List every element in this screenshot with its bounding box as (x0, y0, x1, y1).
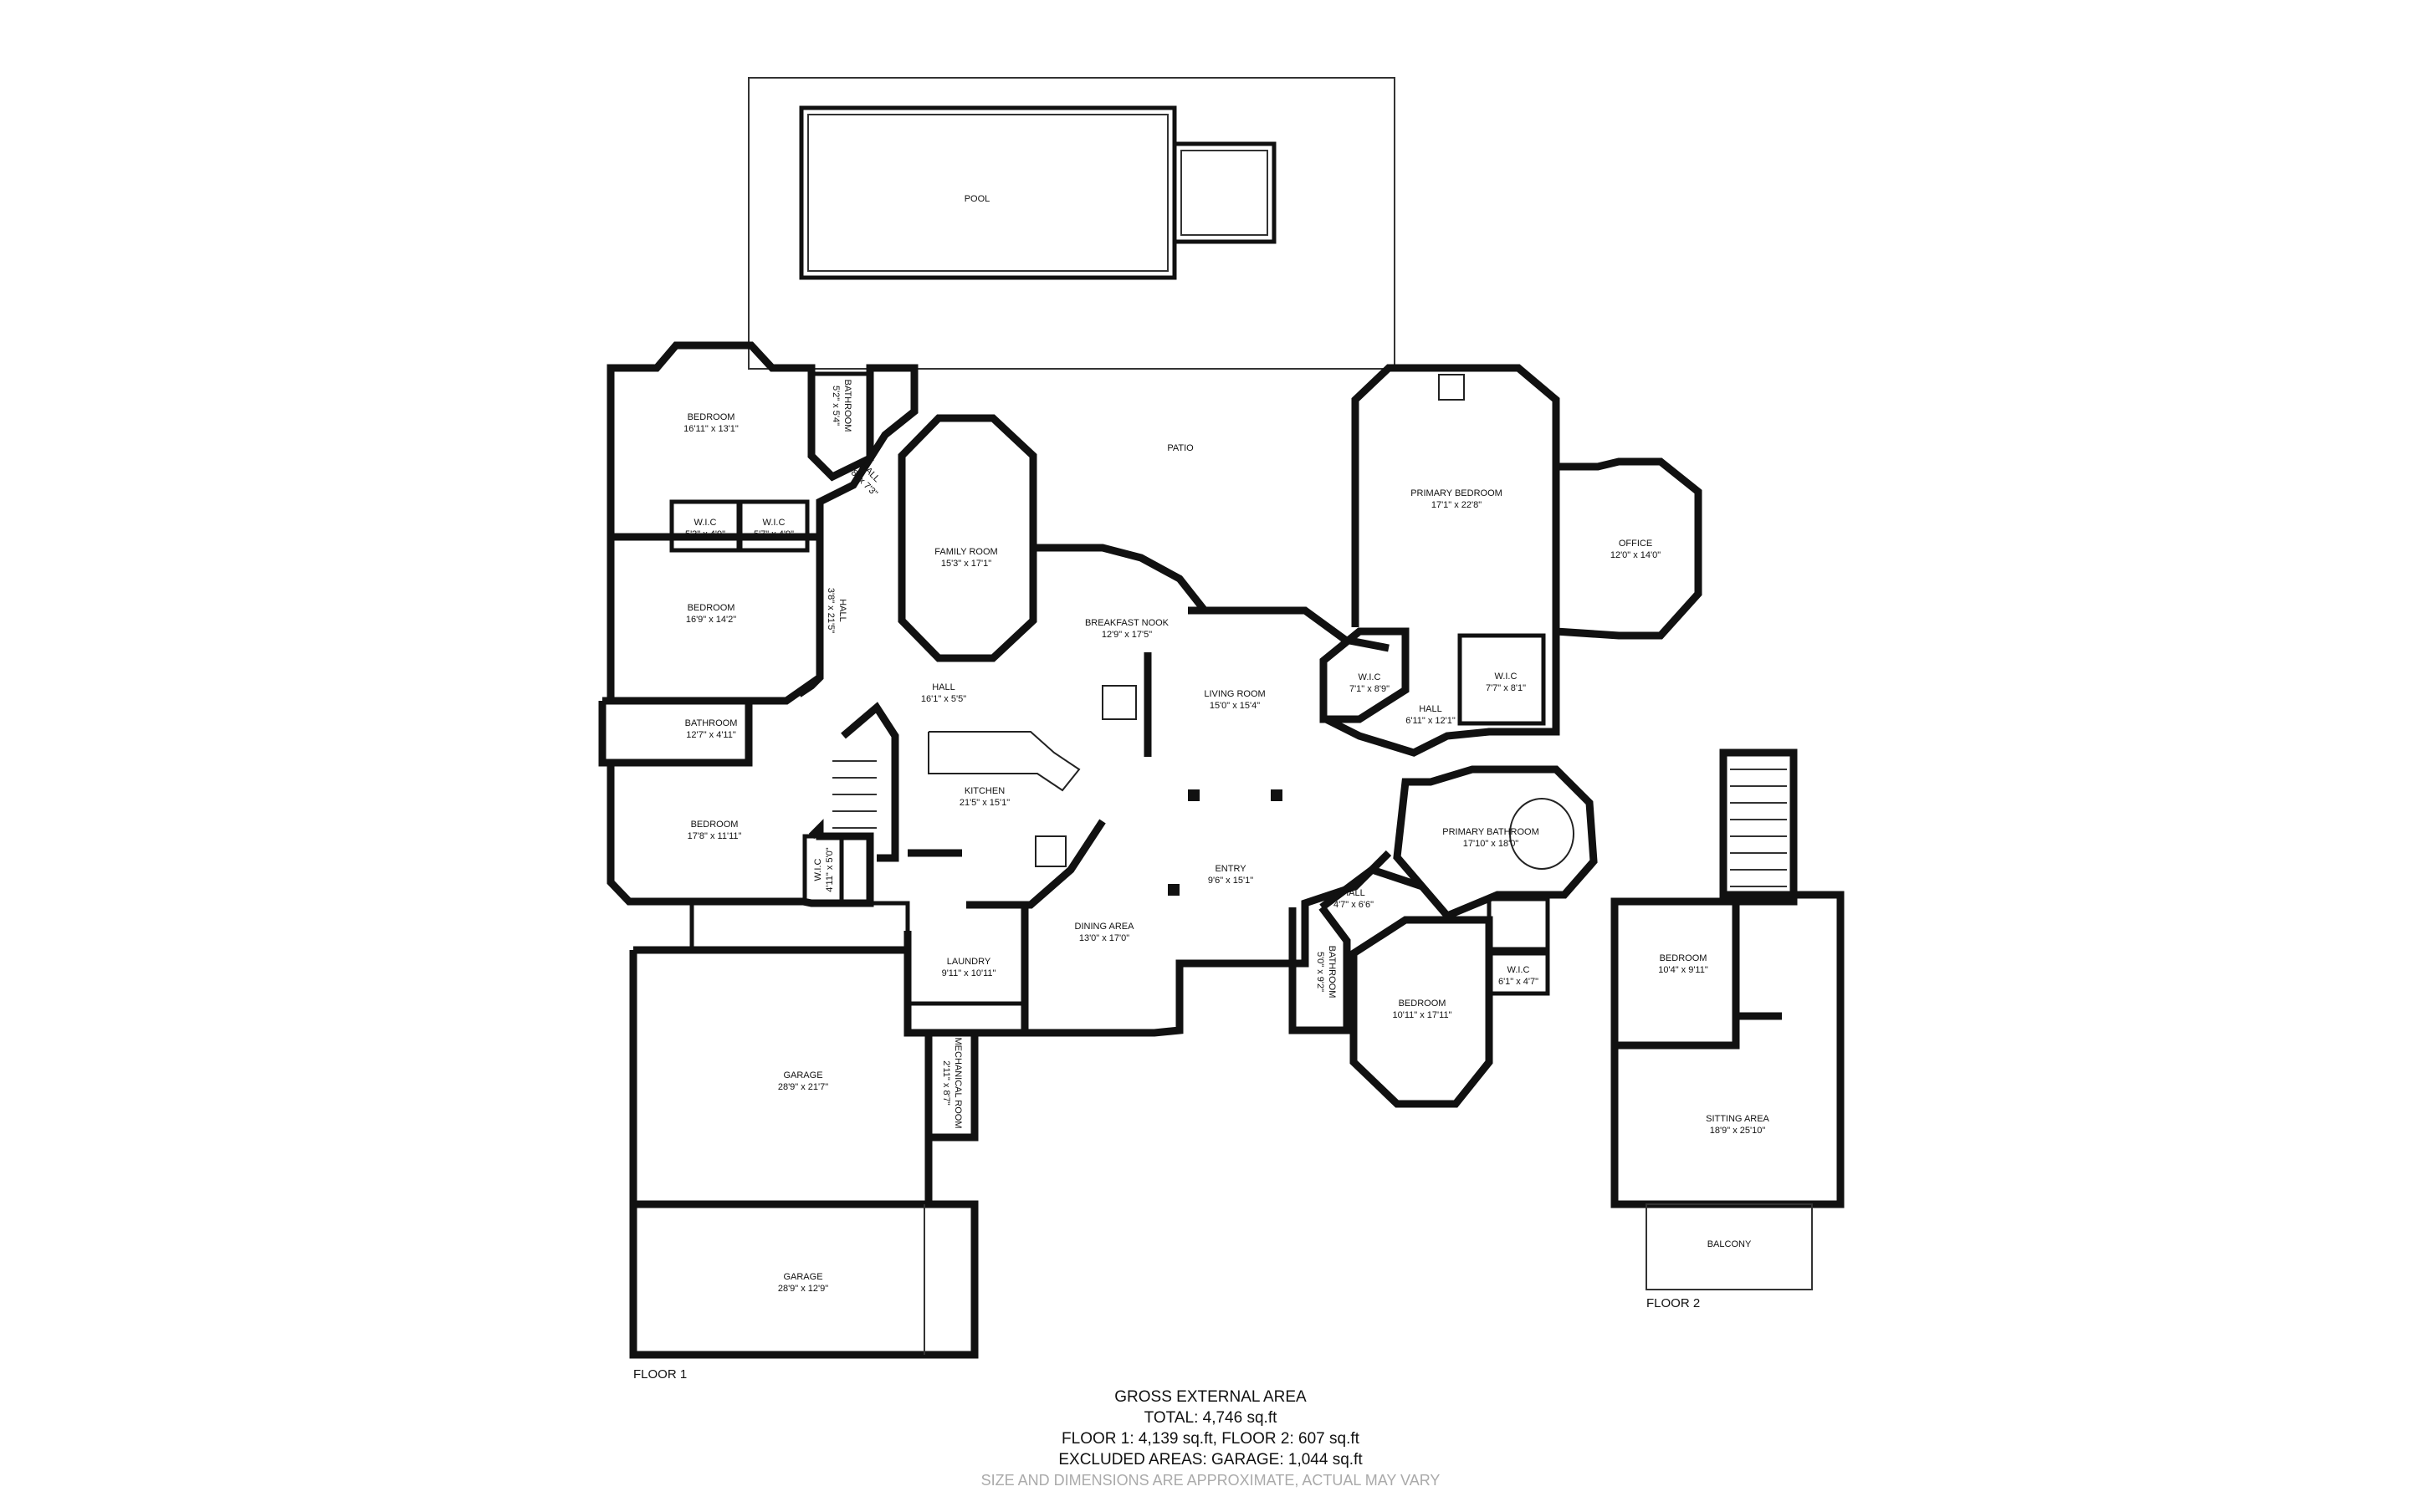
balcony-outline (1646, 1203, 1813, 1290)
wic4-wall (1319, 627, 1410, 723)
summary-excluded: EXCLUDED AREAS: GARAGE: 1,044 sq.ft (1058, 1451, 1363, 1469)
summary-title: GROSS EXTERNAL AREA (1114, 1388, 1307, 1406)
laundry-wall (903, 905, 1029, 1037)
floor2-stair-well (1719, 748, 1798, 906)
garage-vestibule (689, 901, 910, 953)
wic2-wall (738, 499, 810, 553)
garage1-wall (629, 950, 933, 1208)
column-2 (1271, 789, 1282, 801)
stair-treads (832, 760, 877, 829)
area-summary: GROSS EXTERNAL AREA TOTAL: 4,746 sq.ft F… (981, 1387, 1441, 1491)
pool-deck-outline (748, 77, 1395, 370)
garage2-wall (629, 1200, 979, 1359)
fireplace-right (1438, 374, 1465, 401)
bath2-wall (598, 697, 753, 767)
primary-shower (1487, 896, 1550, 952)
bedroom1-wall (607, 341, 919, 697)
soaking-tub (1509, 798, 1574, 870)
floor2-label: FLOOR 2 (1646, 1296, 1701, 1310)
primary-bedroom-wall (1351, 364, 1560, 631)
office-wall (1552, 457, 1702, 640)
living-room-wall (1188, 606, 1390, 652)
summary-total: TOTAL: 4,746 sq.ft (1144, 1409, 1277, 1427)
mechanical-room-wall (924, 1033, 979, 1142)
pool-basin-inner (807, 114, 1169, 272)
spa-basin (1172, 141, 1277, 244)
hall-small2-wall (1319, 865, 1424, 911)
floor2-stair-treads (1730, 769, 1787, 887)
floor1-label: FLOOR 1 (633, 1367, 688, 1382)
column-1 (1188, 789, 1200, 801)
family-room-wall (898, 414, 1037, 662)
bath3-wall (1288, 905, 1351, 1034)
bedroom4-wall (1349, 916, 1493, 1108)
fireplace-left (1102, 685, 1137, 720)
summary-floors: FLOOR 1: 4,139 sq.ft, FLOOR 2: 607 sq.ft (1062, 1430, 1359, 1448)
bedroom5-wall (1615, 1012, 1782, 1050)
kitchen-island (928, 731, 1081, 792)
pool-label: POOL (964, 194, 990, 204)
spa-basin-inner (1180, 150, 1268, 236)
balcony-label: BALCONY (1707, 1239, 1752, 1249)
cooktop (1035, 835, 1067, 867)
floor2-outline (1610, 891, 1845, 1208)
breakfast-nook-wall (1033, 544, 1208, 613)
primary-hall-wall (1323, 631, 1560, 757)
wic5-wall (1457, 633, 1546, 726)
stair-wall (841, 702, 899, 862)
column-3 (1168, 884, 1180, 896)
summary-note: SIZE AND DIMENSIONS ARE APPROXIMATE, ACT… (980, 1472, 1441, 1489)
kitchen-range-counter (966, 819, 1106, 909)
patio-label: PATIO (1167, 443, 1194, 453)
